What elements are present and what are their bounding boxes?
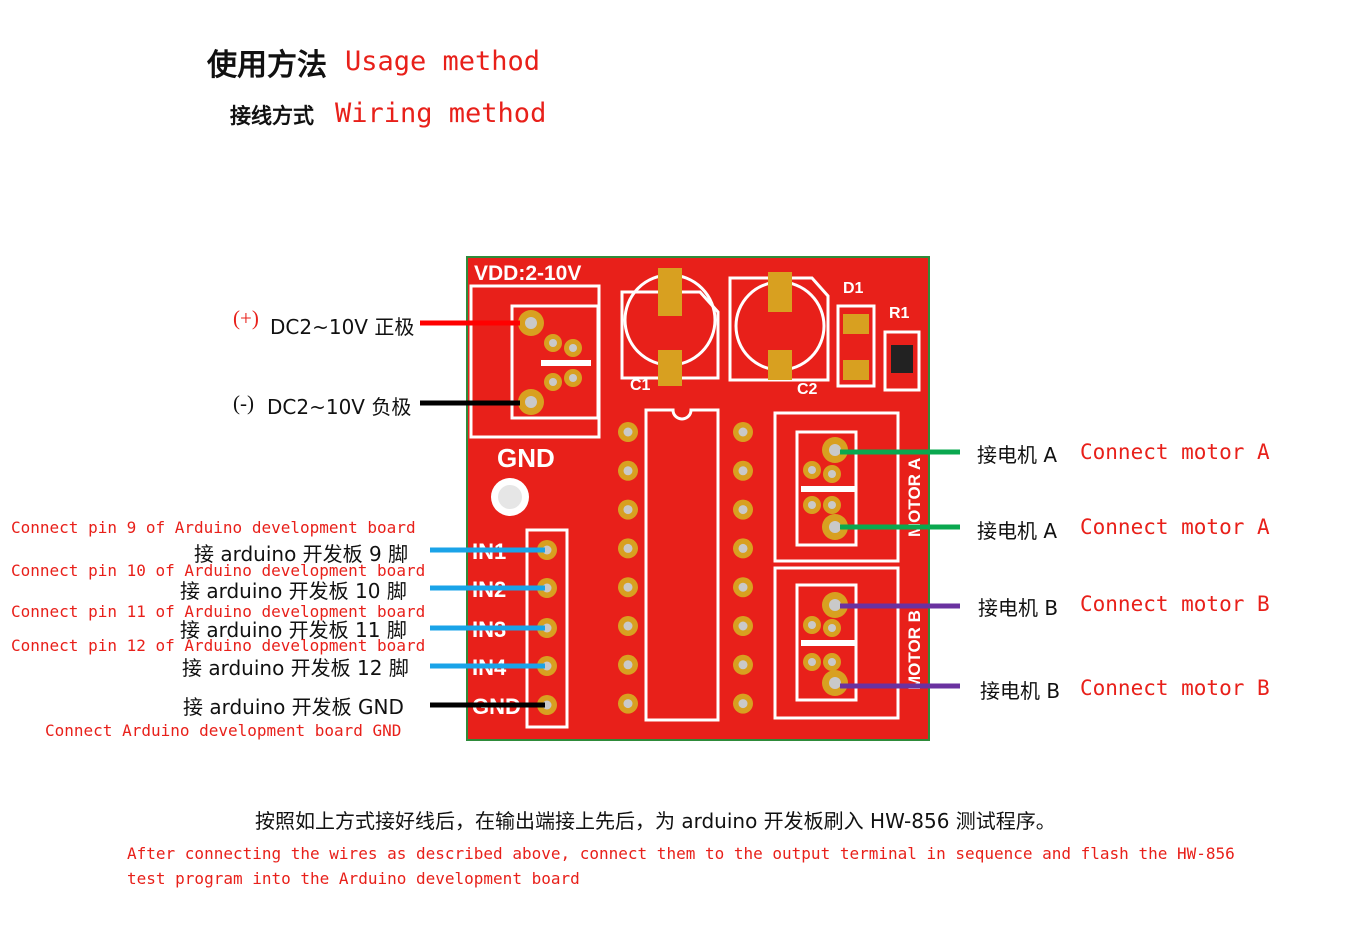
motor-pads [803, 437, 848, 696]
ic-socket [644, 408, 720, 722]
ic-pad-left-hole [623, 699, 633, 709]
motor-a1-en: Connect motor A [1080, 440, 1270, 464]
ic-pad-left-hole [623, 660, 633, 670]
ic-pad-left-hole [623, 543, 633, 553]
ic-pad-right-hole [738, 582, 748, 592]
motor-b1-en: Connect motor B [1080, 592, 1270, 616]
resistor-r1 [883, 330, 921, 392]
silk-c2: C2 [797, 381, 818, 398]
power-terminal [469, 284, 601, 439]
input-3-en: Connect pin 11 of Arduino development bo… [11, 602, 426, 621]
power-negative-sign: (-) [233, 391, 254, 415]
footer-cn: 按照如上方式接好线后，在输出端接上先后，为 arduino 开发板刷入 HW-8… [255, 809, 1056, 833]
diode-d1 [836, 304, 876, 388]
silk-d1: D1 [843, 280, 864, 297]
power-positive-sign: (+) [233, 306, 259, 330]
input-4-en: Connect pin 12 of Arduino development bo… [11, 636, 426, 655]
silk-gnd: GND [497, 443, 555, 473]
ic-pad-right-hole [738, 543, 748, 553]
power-pads [518, 310, 582, 415]
ic-pad-left-hole [623, 582, 633, 592]
motor-b2-en: Connect motor B [1080, 676, 1270, 700]
motor-a2-cn: 接电机 A [977, 519, 1058, 543]
ic-pad-right-hole [738, 621, 748, 631]
ic-pad-right-hole [738, 466, 748, 476]
silk-motor-b: MOTOR B [905, 610, 924, 690]
motor-a2-en: Connect motor A [1080, 515, 1270, 539]
input-2-cn: 接 arduino 开发板 10 脚 [180, 579, 407, 603]
footer-en-line2: test program into the Arduino developmen… [127, 869, 580, 888]
silk-vdd: VDD:2-10V [474, 262, 581, 285]
footer-en-line1: After connecting the wires as described … [127, 844, 1235, 863]
motor-a1-cn: 接电机 A [977, 443, 1058, 467]
input-3-cn: 接 arduino 开发板 11 脚 [180, 618, 407, 642]
motor-b2-cn: 接电机 B [980, 679, 1061, 703]
gnd-link-en: Connect Arduino development board GND [45, 721, 402, 740]
subtitle-en: Wiring method [335, 98, 547, 129]
terminal-divider [541, 360, 591, 366]
power-negative-label: DC2~10V 负极 [267, 395, 412, 419]
silk-r1: R1 [889, 305, 910, 322]
gnd-link-cn: 接 arduino 开发板 GND [183, 695, 404, 719]
ic-pad-right-hole [738, 427, 748, 437]
capacitor-c1 [620, 268, 720, 386]
ic-pad-left-hole [623, 466, 633, 476]
ic-pad-left-hole [623, 621, 633, 631]
power-positive-label: DC2~10V 正极 [270, 315, 415, 339]
ic-pad-left-hole [623, 505, 633, 515]
input-2-en: Connect pin 10 of Arduino development bo… [11, 561, 426, 580]
motor-b1-cn: 接电机 B [978, 596, 1059, 620]
title-en: Usage method [345, 46, 541, 77]
ic-pad-right-hole [738, 699, 748, 709]
input-1-cn: 接 arduino 开发板 9 脚 [194, 542, 409, 566]
ic-pad-right-hole [738, 505, 748, 515]
subtitle-cn: 接线方式 [230, 104, 314, 128]
ic-pads [618, 422, 753, 714]
ic-pad-right-hole [738, 660, 748, 670]
title-cn: 使用方法 [207, 48, 327, 83]
silk-c1: C1 [630, 377, 651, 394]
silk-motor-a: MOTOR A [905, 458, 924, 537]
input-1-en: Connect pin 9 of Arduino development boa… [11, 518, 416, 537]
input-4-cn: 接 arduino 开发板 12 脚 [182, 656, 409, 680]
ic-pad-left-hole [623, 427, 633, 437]
capacitor-c2 [728, 272, 830, 382]
